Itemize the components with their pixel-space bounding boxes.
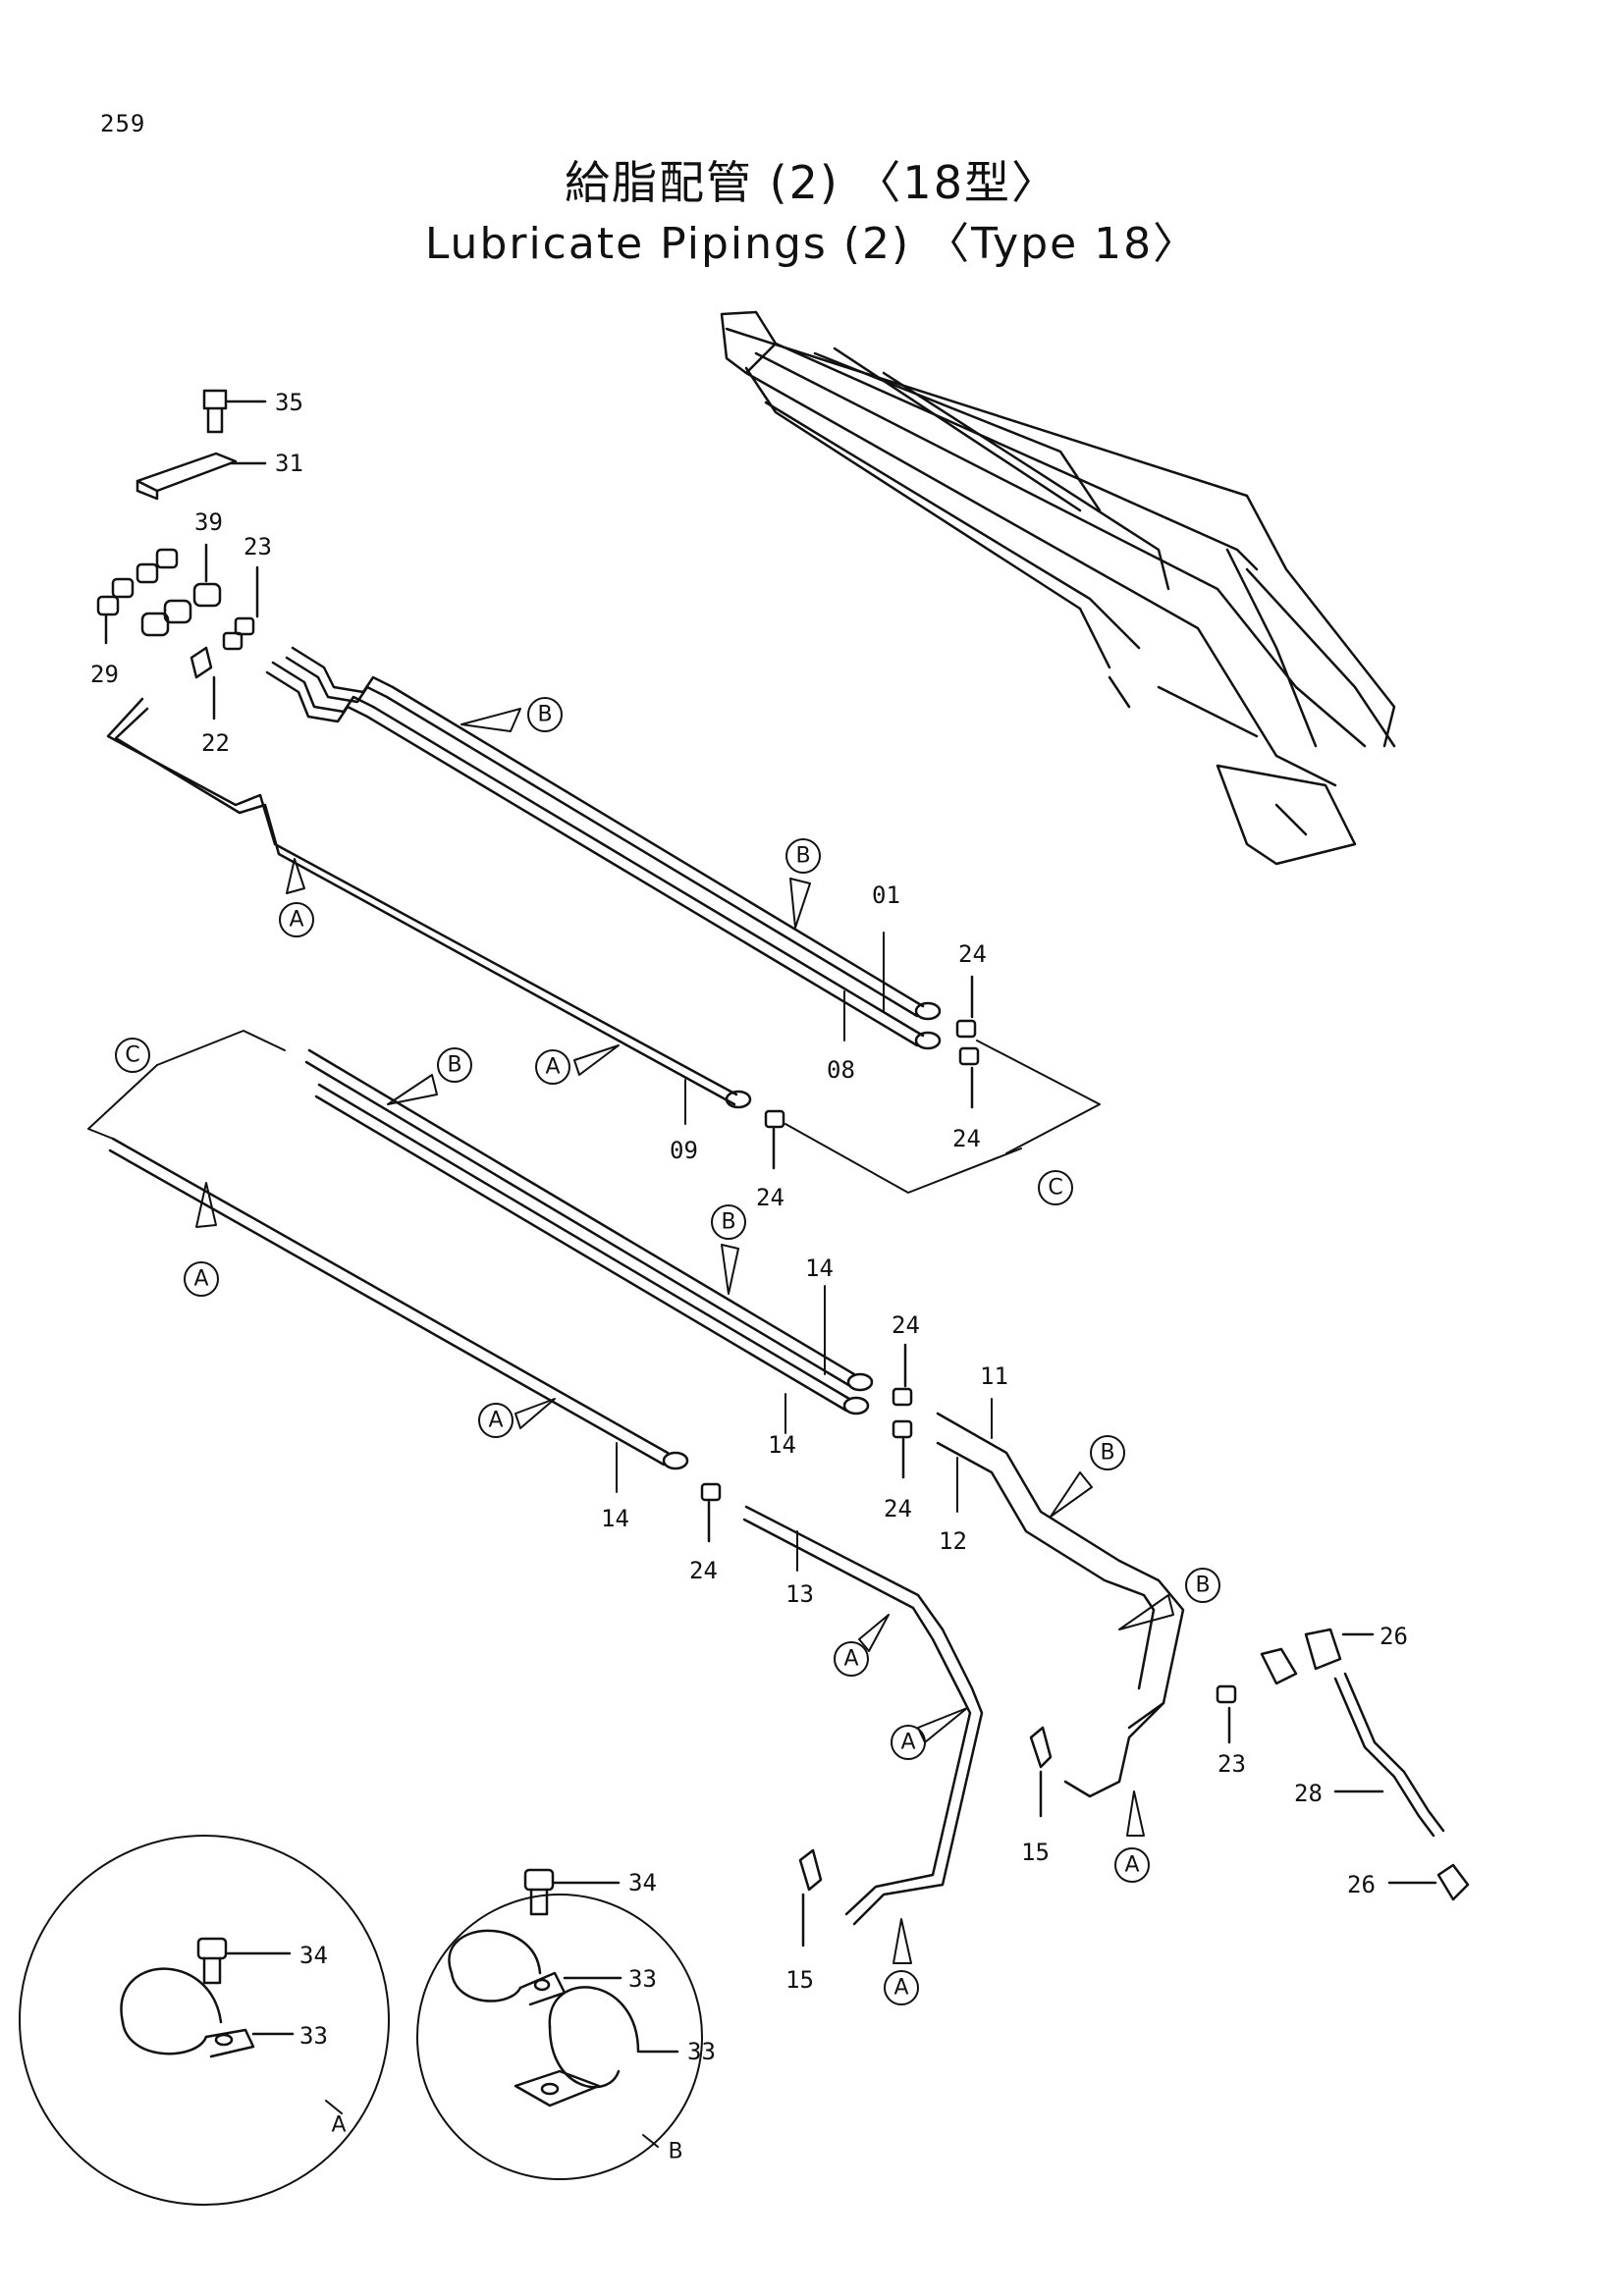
callout-a-6: A (891, 1707, 968, 1760)
detail-b-clamp-33-lower (514, 1986, 679, 2108)
callout-a-3: A (184, 1182, 219, 1297)
svg-text:B: B (795, 844, 810, 869)
label-34-a: 34 (299, 1942, 328, 1969)
label-14-c: 14 (601, 1505, 629, 1532)
pipe-13 (742, 1505, 984, 1926)
detail-b-bolt-34 (523, 1868, 621, 1916)
svg-text:C: C (125, 1043, 139, 1068)
label-23-top: 23 (243, 533, 272, 561)
label-24-a: 24 (958, 940, 987, 968)
svg-text:B: B (721, 1210, 735, 1235)
callout-a-8: A (884, 1918, 919, 2005)
label-15-a: 15 (1021, 1839, 1050, 1866)
boom-arm-overview-illustration (720, 310, 1396, 866)
callout-a-7: A (1114, 1790, 1150, 1883)
hose-assembly-26-28-23 (1216, 1628, 1470, 1901)
label-29: 29 (90, 661, 119, 688)
label-34-b: 34 (628, 1869, 657, 1896)
label-09: 09 (670, 1137, 698, 1164)
callout-a-2: A (535, 1044, 620, 1085)
svg-text:A: A (488, 1409, 503, 1433)
svg-text:A: A (900, 1731, 915, 1755)
fitting-24-upper (764, 975, 980, 1170)
pipe-11-12 (936, 1412, 1185, 1798)
detail-a-clamp-33 (120, 1967, 295, 2058)
bolt-35 (202, 389, 267, 434)
pipe-01 (285, 646, 942, 1021)
label-11: 11 (980, 1362, 1008, 1390)
callout-b-6: B (1118, 1568, 1220, 1630)
svg-text:B: B (1100, 1441, 1114, 1466)
label-01: 01 (872, 881, 900, 909)
svg-text:A: A (545, 1055, 560, 1080)
label-24-b: 24 (952, 1125, 981, 1152)
detail-b (416, 1868, 703, 2180)
label-35: 35 (275, 389, 303, 416)
callout-a-4: A (478, 1398, 556, 1438)
label-26-b: 26 (1347, 1871, 1376, 1898)
page-number: 259 (100, 110, 146, 137)
svg-text:C: C (1048, 1176, 1062, 1201)
title-japanese: 給脂配管 (2) 〈18型〉 (565, 156, 1058, 209)
plate-31 (135, 452, 267, 501)
callout-c-2: C (1038, 1170, 1073, 1205)
callout-b-1: B (460, 697, 563, 732)
label-08: 08 (827, 1056, 855, 1084)
label-13: 13 (785, 1580, 814, 1608)
callout-b-5: B (1050, 1435, 1125, 1518)
pipe-14-upper (304, 1048, 874, 1415)
label-26-a: 26 (1380, 1623, 1408, 1650)
label-31: 31 (275, 450, 303, 477)
label-22: 22 (201, 729, 230, 757)
label-33-b: 33 (628, 1965, 657, 1993)
fittings-group-39-23 (96, 543, 259, 721)
label-33-c: 33 (687, 2038, 716, 2065)
callout-b-4: B (711, 1204, 746, 1295)
label-14-b: 14 (768, 1431, 796, 1459)
pipe-08 (265, 661, 942, 1050)
detail-b-label: B (668, 2140, 682, 2164)
pipe-14-long (108, 1137, 689, 1470)
detail-b-clamp-33-upper (448, 1929, 622, 2006)
detail-a-label: A (331, 2113, 346, 2138)
detail-a-bolt-34 (196, 1937, 292, 1985)
label-24-d: 24 (892, 1311, 920, 1339)
fittings-15 (798, 1726, 1053, 1948)
svg-text:B: B (537, 703, 552, 727)
svg-text:B: B (1195, 1574, 1210, 1598)
label-12: 12 (939, 1527, 967, 1555)
label-39: 39 (194, 508, 223, 536)
label-24-e: 24 (884, 1495, 912, 1522)
label-33-a: 33 (299, 2022, 328, 2050)
reference-c-lines (87, 1030, 1101, 1194)
callout-a-1: A (279, 858, 314, 937)
callout-b-3: B (387, 1047, 472, 1105)
svg-text:A: A (843, 1647, 858, 1672)
label-23-bottom: 23 (1217, 1750, 1246, 1778)
fitting-24-lower (700, 1343, 913, 1543)
label-14-a: 14 (805, 1255, 834, 1282)
svg-text:A: A (893, 1976, 908, 2001)
callout-b-2: B (785, 838, 821, 929)
title-english: Lubricate Pipings (2) 〈Type 18〉 (424, 219, 1199, 269)
pipe-09 (106, 697, 752, 1109)
label-24-f: 24 (689, 1557, 718, 1584)
svg-text:B: B (447, 1053, 461, 1078)
label-28: 28 (1294, 1780, 1323, 1807)
label-15-b: 15 (785, 1966, 814, 1994)
callout-a-5: A (834, 1614, 890, 1677)
svg-text:A: A (193, 1267, 208, 1292)
callout-c-1: C (115, 1038, 150, 1073)
svg-text:A: A (289, 908, 303, 933)
svg-text:A: A (1124, 1853, 1139, 1878)
detail-a (19, 1835, 390, 2206)
label-24-c: 24 (756, 1184, 784, 1211)
